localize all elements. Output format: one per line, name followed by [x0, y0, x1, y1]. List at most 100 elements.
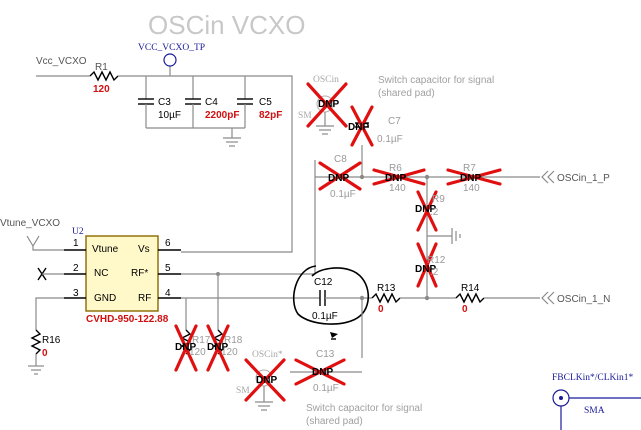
- ic-part-number: CVHD-950-122.88: [86, 314, 169, 325]
- net-label-oscin-n: OSCin_1_N: [557, 294, 610, 305]
- ground-icon: [451, 228, 461, 244]
- pin-num-1: 1: [73, 238, 79, 249]
- wire-rfn: [181, 160, 316, 275]
- sma-center-pin: [559, 396, 563, 400]
- net-label-vtune: Vtune_VCXO: [0, 218, 60, 229]
- highlight-circle-annotation: [292, 265, 369, 325]
- test-point-icon: [163, 53, 177, 67]
- c8-dnp: DNP: [328, 173, 349, 184]
- dnp-x-icon: [416, 242, 438, 288]
- r7-dnp: DNP: [460, 173, 481, 184]
- r14-ref: R14: [461, 283, 480, 294]
- junction-dot: [424, 295, 430, 301]
- note-bottom-line1: Switch capacitor for signal: [306, 403, 422, 414]
- ground-icon: [28, 354, 44, 375]
- net-label-vcc: Vcc_VCXO: [36, 56, 87, 67]
- r7-value: 140: [463, 183, 480, 194]
- c12-ref: C12: [314, 277, 333, 288]
- note-top-line1: Switch capacitor for signal: [378, 75, 494, 86]
- r18-ref: R18: [224, 335, 243, 346]
- connector-top-dnp: DNP: [318, 99, 339, 110]
- ic-pin-rfn: RF*: [131, 268, 148, 279]
- port-arrow-icon: [547, 291, 555, 305]
- r6-value: 140: [389, 183, 406, 194]
- c3-ref: C3: [158, 97, 171, 108]
- dnp-x-icon: [174, 324, 198, 372]
- c7-value: 0.1µF: [377, 134, 403, 145]
- resistor-r16: [30, 329, 42, 355]
- c12-value: 0.1µF: [312, 311, 338, 322]
- ic-pin-rf: RF: [138, 293, 151, 304]
- c8-value: 0.1µF: [330, 189, 356, 200]
- r18-dnp: DNP: [207, 342, 228, 353]
- c4-value: 2200pF: [205, 110, 239, 121]
- ground-icon: [223, 128, 241, 147]
- note-top-line2: (shared pad): [378, 88, 435, 99]
- r9-dnp: DNP: [415, 204, 436, 215]
- dnp-x-icon: [372, 168, 426, 186]
- r16-value: 0: [42, 348, 48, 359]
- wire-vcc-rail: [118, 75, 293, 253]
- pin-num-2: 2: [73, 263, 79, 274]
- wire-gnd-r16: [35, 297, 64, 330]
- r12-ref: R12: [427, 255, 446, 266]
- ic-pin-vtune: Vtune: [92, 244, 119, 255]
- resistor-r14: [455, 292, 485, 304]
- r17-value: 120: [189, 347, 206, 358]
- junction-dot: [359, 174, 365, 180]
- r1-ref: R1: [95, 62, 108, 73]
- vtune-arrow-icon: [26, 235, 40, 248]
- c13-value: 0.1µF: [313, 383, 339, 394]
- r14-value: 0: [462, 304, 468, 315]
- ghost-oscin-top: OSCin: [313, 75, 339, 85]
- page-title: OSCin VCXO: [148, 10, 306, 40]
- ic-pin-nc: NC: [94, 268, 108, 279]
- pin-num-6: 6: [165, 238, 171, 249]
- port-arrow-icon: [541, 291, 549, 305]
- r12-value: .2: [430, 267, 439, 278]
- c5-value: 82pF: [259, 110, 282, 121]
- port-arrow-icon: [547, 170, 555, 184]
- resistor-r1: [89, 70, 119, 82]
- r6-ref: R6: [389, 163, 402, 174]
- note-bottom-line2: (shared pad): [306, 416, 363, 427]
- dnp-x-icon: [206, 324, 230, 372]
- dnp-x-icon: [294, 358, 346, 386]
- dnp-x-icon: [306, 82, 348, 128]
- resistor-r13: [371, 292, 401, 304]
- r17-ref: R17: [192, 335, 211, 346]
- capacitor-c5: [237, 76, 253, 128]
- wire-vtune: [32, 246, 64, 251]
- r16-ref: R16: [42, 335, 61, 346]
- ic-pin-gnd: GND: [94, 293, 116, 304]
- r9-value: .2: [430, 207, 439, 218]
- c13-ref: C13: [316, 349, 335, 360]
- junction-dot: [216, 272, 220, 276]
- r1-value: 120: [93, 84, 110, 95]
- net-label-vcc-tp: VCC_VCXO_TP: [138, 43, 205, 53]
- r9-ref: R9: [432, 194, 445, 205]
- dnp-x-icon: [416, 190, 438, 232]
- dnp-x-icon: [350, 105, 374, 147]
- pin-num-5: 5: [165, 263, 171, 274]
- capacitor-c3: [138, 76, 154, 128]
- r13-value: 0: [378, 304, 384, 315]
- ic-ref: U2: [72, 227, 84, 237]
- annotation-arrow-icon: [330, 332, 338, 338]
- r12-dnp: DNP: [415, 264, 436, 275]
- ground-icon: [316, 125, 334, 135]
- r18-value: 120: [221, 347, 238, 358]
- connector-bot-dnp: DNP: [256, 375, 277, 386]
- c5-ref: C5: [259, 97, 272, 108]
- ghost-sm-bot: SM: [236, 386, 250, 396]
- r13-ref: R13: [377, 283, 396, 294]
- dnp-x-icon: [446, 168, 502, 186]
- capacitor-c4: [185, 76, 201, 128]
- c3-value: 10µF: [158, 110, 181, 121]
- r17-dnp: DNP: [175, 342, 196, 353]
- c13-dnp: DNP: [312, 367, 333, 378]
- pin-num-4: 4: [165, 288, 171, 299]
- ghost-sm-top: SM: [298, 111, 312, 121]
- r6-dnp: DNP: [385, 173, 406, 184]
